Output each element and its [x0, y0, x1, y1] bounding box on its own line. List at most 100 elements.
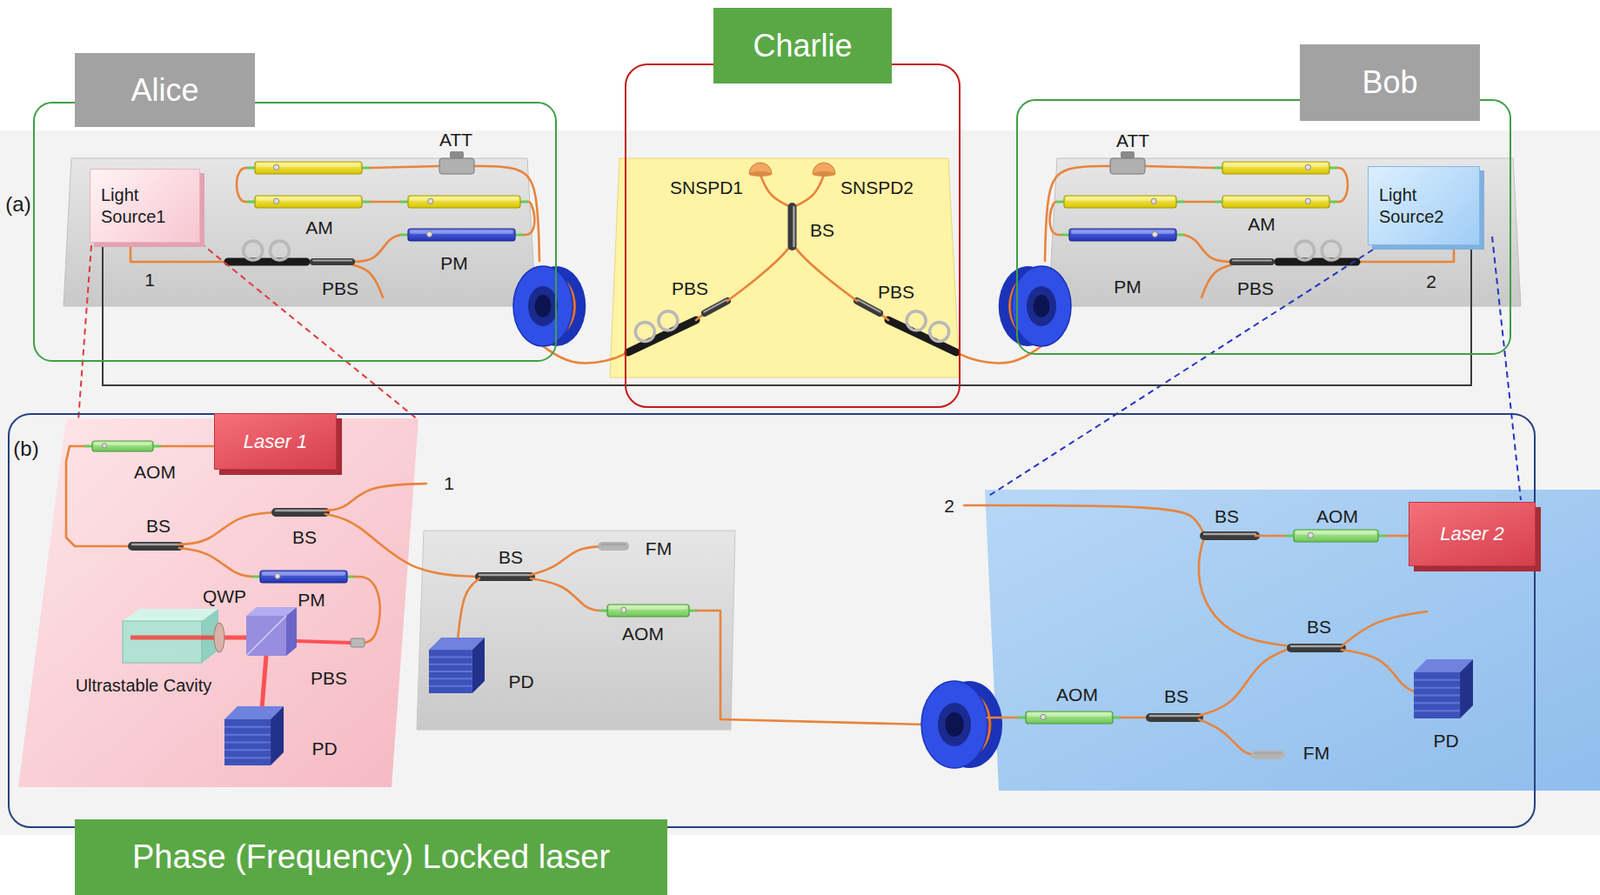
photodetector [1413, 659, 1473, 719]
optical-fiber [727, 245, 791, 302]
acousto-optic-modulator [84, 441, 161, 452]
cooling-fin [1413, 694, 1460, 697]
fiber-connector [1061, 234, 1070, 237]
highlight [1065, 197, 1175, 201]
optical-fiber [1385, 535, 1409, 538]
fiber-connector [247, 167, 255, 170]
laser-platform [984, 489, 1600, 791]
fiber-connector [1329, 200, 1338, 204]
beam-splitter-body [479, 572, 531, 582]
fiber-loop [1321, 241, 1341, 261]
highlight [792, 207, 796, 247]
fiber-connector [400, 200, 409, 204]
highlight [261, 572, 346, 576]
zoom-leader [78, 245, 92, 421]
optical-table [1048, 158, 1521, 307]
optical-fiber [1198, 648, 1292, 717]
screw [274, 198, 280, 204]
highlight [1224, 163, 1328, 168]
cooling-fin [1413, 702, 1460, 704]
light-source-box: Light Source2 [1367, 166, 1480, 246]
fiber-connector [361, 200, 370, 204]
optical-fiber [1198, 537, 1292, 647]
optical-fiber [1255, 535, 1286, 538]
fiber-connector [153, 445, 161, 449]
optical-fiber [1144, 166, 1215, 168]
charlie-left [628, 162, 791, 353]
photodetector [224, 706, 284, 766]
optical-fiber [1201, 264, 1233, 298]
optical-fiber [1044, 166, 1111, 262]
component-label: BS [1164, 686, 1189, 707]
optical-fiber [325, 514, 480, 577]
laser-box: Laser 2 [1408, 502, 1536, 567]
component-label: ATT [439, 129, 473, 150]
intensity-modulator-body [254, 161, 362, 175]
component-label: BS [498, 547, 523, 568]
cooling-fin [428, 663, 473, 666]
cooling-fin [224, 734, 271, 737]
laser-beam [130, 635, 247, 641]
fiber-connector [520, 200, 529, 204]
controller-base [628, 320, 697, 353]
bob-station [956, 151, 1521, 363]
beam-splitter-body [788, 207, 797, 247]
intensity-modulator-body [408, 195, 521, 208]
optical-fiber [522, 201, 535, 235]
node-text: Light Source2 [1379, 184, 1469, 228]
beam-splitter [1150, 716, 1199, 718]
attenuator-body [1110, 158, 1145, 175]
highlight [409, 197, 519, 201]
fiber-loop [635, 321, 655, 342]
screw [274, 164, 280, 170]
screw [1040, 714, 1046, 720]
fiber-spool [921, 681, 1003, 769]
highlight [1027, 713, 1112, 717]
polarization-beam-splitter-cube [246, 615, 287, 657]
polarization-controller [628, 311, 697, 353]
component-label: FM [645, 538, 672, 559]
optical-fiber [964, 505, 1205, 535]
highlight [703, 300, 727, 313]
fiber-loop [930, 321, 950, 342]
beam-splitter [132, 544, 180, 547]
optical-fiber [179, 548, 253, 577]
photodetector-front [428, 649, 473, 694]
highlight [313, 259, 352, 262]
highlight [1150, 715, 1199, 718]
beam-splitter-body [275, 508, 326, 517]
charlie-right [793, 162, 957, 353]
optical-table [609, 158, 960, 378]
cube-diagonal [246, 615, 287, 657]
component-label: PD [1432, 730, 1459, 751]
component-label: ATT [1116, 130, 1150, 151]
highlight [132, 543, 180, 547]
photodetector-front [224, 719, 271, 766]
spool-hub [1026, 286, 1057, 327]
cooling-fin [224, 726, 271, 729]
highlight [256, 163, 361, 168]
fiber-loop [269, 241, 289, 261]
port-number: 2 [1425, 271, 1437, 292]
intensity-modulator-body [254, 195, 362, 208]
intensity-modulator-body [1064, 195, 1177, 208]
phase-modulator-body [260, 570, 348, 583]
background-band [0, 130, 1600, 836]
component-label: PBS [321, 278, 359, 299]
optical-fiber [1341, 611, 1427, 647]
controller-base [1278, 258, 1357, 267]
photodetector [428, 637, 485, 694]
screw [428, 198, 434, 204]
faraday-mirror [602, 544, 625, 547]
fiber-connector [247, 200, 255, 204]
party-region: AliceLight Source1 [33, 101, 557, 362]
optical-fiber [1184, 234, 1233, 262]
cooling-fin [224, 749, 271, 751]
alice-station [63, 151, 629, 363]
highlight [857, 300, 881, 313]
port-number: 1 [443, 473, 455, 494]
polarization-beam-splitter [1232, 260, 1272, 262]
component-label: QWP [202, 586, 247, 607]
panel-label: (b) [13, 437, 39, 461]
photodetector-side [1459, 659, 1473, 719]
